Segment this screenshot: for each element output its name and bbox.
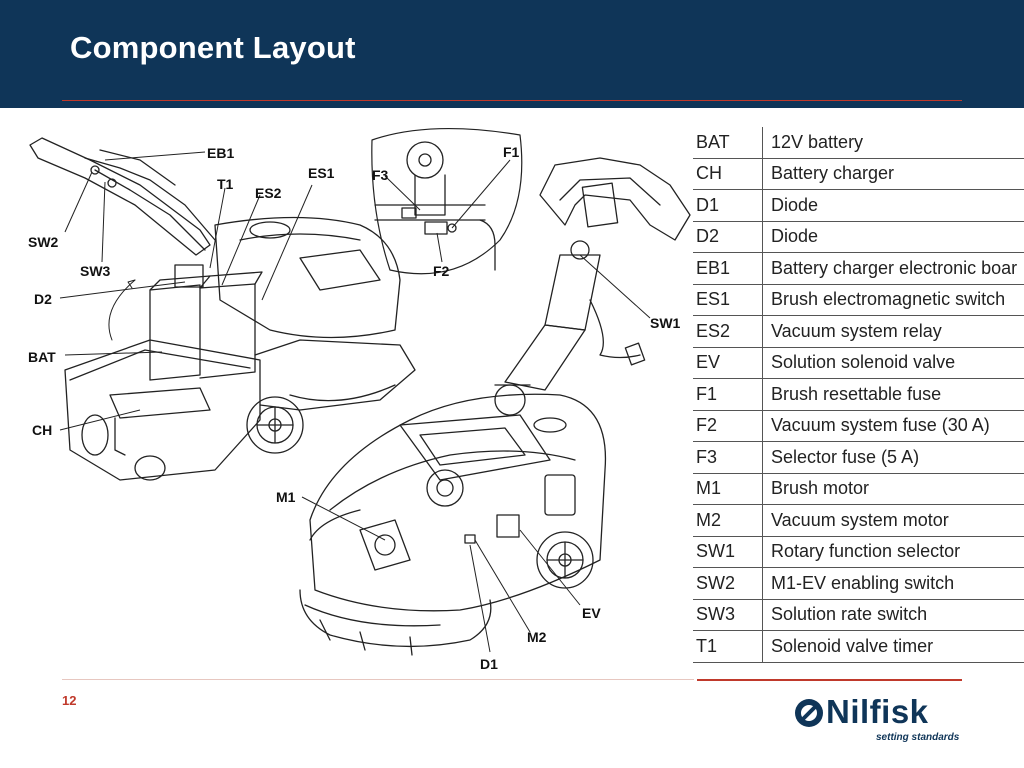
legend-description: Diode [762, 221, 1024, 253]
component-diagram: EB1 T1 ES2 ES1 SW2 SW3 D2 BAT CH F3 F1 F… [28, 128, 691, 672]
callout-m1: M1 [276, 489, 296, 505]
legend-description: Brush electromagnetic switch [762, 284, 1024, 316]
callout-t1: T1 [217, 176, 234, 192]
legend-description: Vacuum system fuse (30 A) [762, 410, 1024, 442]
legend-description: Brush motor [762, 473, 1024, 505]
header-divider [62, 100, 962, 101]
legend-code: D1 [693, 189, 763, 222]
legend-description: Solenoid valve timer [762, 630, 1024, 663]
page-number: 12 [62, 693, 77, 708]
legend-description: Vacuum system relay [762, 315, 1024, 348]
legend-code: ES1 [693, 284, 763, 316]
left-machine-illustration [29, 137, 416, 481]
callout-es2: ES2 [255, 185, 282, 201]
callout-sw1: SW1 [650, 315, 681, 331]
legend-description: M1-EV enabling switch [762, 567, 1024, 600]
callout-sw3: SW3 [80, 263, 111, 279]
footer-divider [62, 679, 694, 680]
callout-ev: EV [582, 605, 601, 621]
legend-code: ES2 [693, 315, 763, 348]
legend-code: M2 [693, 504, 763, 537]
legend-code: BAT [693, 127, 763, 159]
legend-code: F3 [693, 441, 763, 474]
callout-ch: CH [32, 422, 52, 438]
legend-code: CH [693, 158, 763, 190]
fuse-detail-inset [371, 128, 523, 275]
footer-accent-divider [697, 679, 962, 681]
legend-description: Solution rate switch [762, 599, 1024, 631]
callout-m2: M2 [527, 629, 547, 645]
legend-code: F2 [693, 410, 763, 442]
legend-description: Brush resettable fuse [762, 378, 1024, 411]
legend-description: Battery charger [762, 158, 1024, 190]
legend-code: D2 [693, 221, 763, 253]
legend-code: SW2 [693, 567, 763, 600]
legend-description: Vacuum system motor [762, 504, 1024, 537]
legend-description: Rotary function selector [762, 536, 1024, 568]
legend-description: Diode [762, 189, 1024, 222]
leader-lines [59, 151, 651, 653]
slide-title: Component Layout [70, 30, 356, 65]
header-bar: Component Layout [0, 0, 1024, 108]
callout-es1: ES1 [308, 165, 335, 181]
legend-code: T1 [693, 630, 763, 663]
callout-eb1: EB1 [207, 145, 234, 161]
callout-d2: D2 [34, 291, 52, 307]
callout-bat: BAT [28, 349, 56, 365]
logo-wordmark: Nilfisk [826, 693, 929, 730]
legend-code: EB1 [693, 252, 763, 285]
legend-description: Battery charger electronic boar [762, 252, 1024, 285]
legend-code: M1 [693, 473, 763, 505]
legend-code: SW3 [693, 599, 763, 631]
legend-code: EV [693, 347, 763, 379]
logo-tagline: setting standards [876, 732, 960, 743]
callout-d1: D1 [480, 656, 498, 672]
callout-f2: F2 [433, 263, 450, 279]
legend-description: Solution solenoid valve [762, 347, 1024, 379]
nilfisk-logo: Nilfisk setting standards [793, 693, 973, 747]
right-machine-illustration [299, 157, 691, 656]
legend-description: 12V battery [762, 127, 1024, 159]
legend-description: Selector fuse (5 A) [762, 441, 1024, 474]
legend-code: SW1 [693, 536, 763, 568]
callout-sw2: SW2 [28, 234, 59, 250]
nilfisk-mark-icon [795, 699, 823, 727]
callout-f1: F1 [503, 144, 520, 160]
legend-code: F1 [693, 378, 763, 411]
callout-f3: F3 [372, 167, 389, 183]
